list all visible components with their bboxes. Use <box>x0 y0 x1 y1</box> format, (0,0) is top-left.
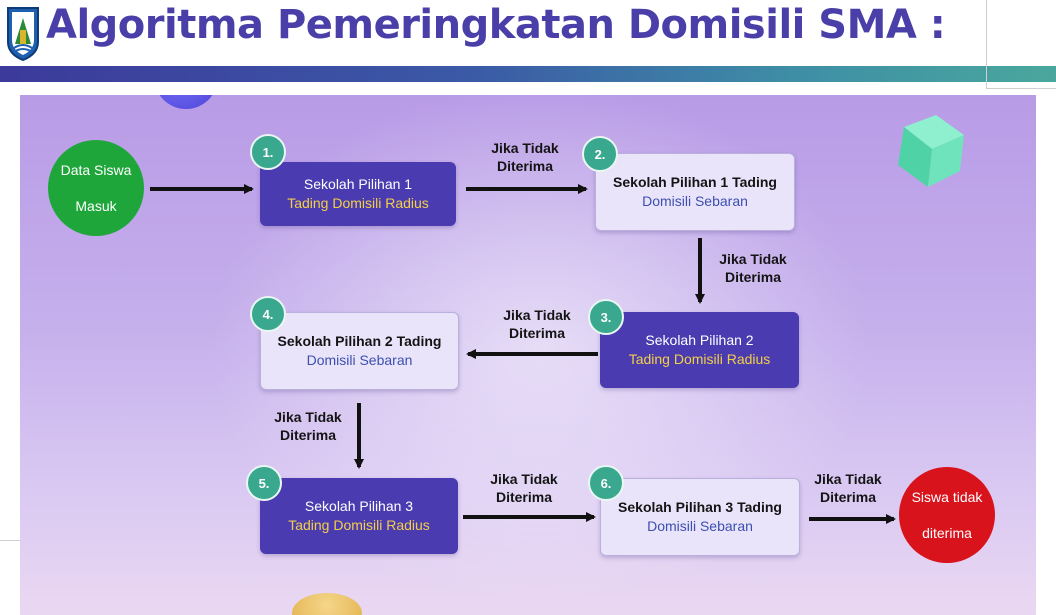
edge-label-line2: Diterima <box>279 427 337 443</box>
edge-label: Jika Tidak Diterima <box>256 408 360 444</box>
step-box-2: Sekolah Pilihan 1 Tading Domisili Sebara… <box>595 153 795 231</box>
edge-label-line1: Jika Tidak <box>503 307 571 323</box>
step-3-line2: Tading Domisili Radius <box>628 351 771 367</box>
edge-label-line2: Diterima <box>508 325 566 341</box>
edge-label: Jika Tidak Diterima <box>460 139 590 175</box>
step-box-3: Sekolah Pilihan 2 Tading Domisili Radius <box>600 312 799 388</box>
decorative-shape <box>292 593 362 615</box>
start-node-line2: Masuk <box>75 198 117 214</box>
edge-label: Jika Tidak Diterima <box>460 470 588 506</box>
step-4-line2: Domisili Sebaran <box>306 352 413 368</box>
slide-guide-line <box>0 540 22 541</box>
end-node-line1: Siswa tidak <box>911 489 983 505</box>
step-1-line1: Sekolah Pilihan 1 <box>303 176 413 192</box>
step-6-line1: Sekolah Pilihan 3 Tading <box>618 499 782 515</box>
end-node: Siswa tidak diterima <box>899 467 995 563</box>
start-node-line1: Data Siswa <box>60 162 132 178</box>
step-badge-5: 5. <box>246 465 282 501</box>
edge-label: Jika Tidak Diterima <box>472 306 602 342</box>
edge-label-line2: Diterima <box>495 489 553 505</box>
title-underline-bar <box>0 66 1056 82</box>
step-box-1: Sekolah Pilihan 1 Tading Domisili Radius <box>260 162 456 226</box>
page-title: Algoritma Pemeringkatan Domisili SMA : <box>46 2 946 48</box>
corner-frame <box>986 0 1056 89</box>
edge-label-line2: Diterima <box>819 489 877 505</box>
step-badge-6: 6. <box>588 465 624 501</box>
step-3-line1: Sekolah Pilihan 2 <box>645 332 754 348</box>
step-box-5: Sekolah Pilihan 3 Tading Domisili Radius <box>260 478 458 554</box>
step-box-6: Sekolah Pilihan 3 Tading Domisili Sebara… <box>600 478 800 556</box>
edge-label: Jika Tidak Diterima <box>698 250 808 286</box>
step-badge-1: 1. <box>250 134 286 170</box>
step-badge-2: 2. <box>582 136 618 172</box>
step-6-line2: Domisili Sebaran <box>647 518 753 534</box>
end-node-line2: diterima <box>922 525 972 541</box>
edge-label-line1: Jika Tidak <box>719 251 787 267</box>
edge-label: Jika Tidak Diterima <box>796 470 900 506</box>
step-badge-3: 3. <box>588 299 624 335</box>
edge-label-line1: Jika Tidak <box>274 409 342 425</box>
provincial-emblem-icon <box>7 7 39 62</box>
step-box-4: Sekolah Pilihan 2 Tading Domisili Sebara… <box>260 312 459 390</box>
step-2-line1: Sekolah Pilihan 1 Tading <box>613 174 777 190</box>
edge-label-line2: Diterima <box>724 269 782 285</box>
flow-arrows <box>150 184 896 524</box>
edge-label-line1: Jika Tidak <box>490 471 558 487</box>
step-5-line2: Tading Domisili Radius <box>288 517 430 533</box>
decorative-cube-icon <box>898 115 964 187</box>
step-4-line1: Sekolah Pilihan 2 Tading <box>277 333 442 349</box>
step-badge-4: 4. <box>250 296 286 332</box>
edge-label-line2: Diterima <box>496 158 554 174</box>
step-1-line2: Tading Domisili Radius <box>287 195 429 211</box>
step-5-line1: Sekolah Pilihan 3 <box>304 498 414 514</box>
edge-label-line1: Jika Tidak <box>491 140 559 156</box>
edge-label-line1: Jika Tidak <box>814 471 882 487</box>
step-2-line2: Domisili Sebaran <box>642 193 748 209</box>
